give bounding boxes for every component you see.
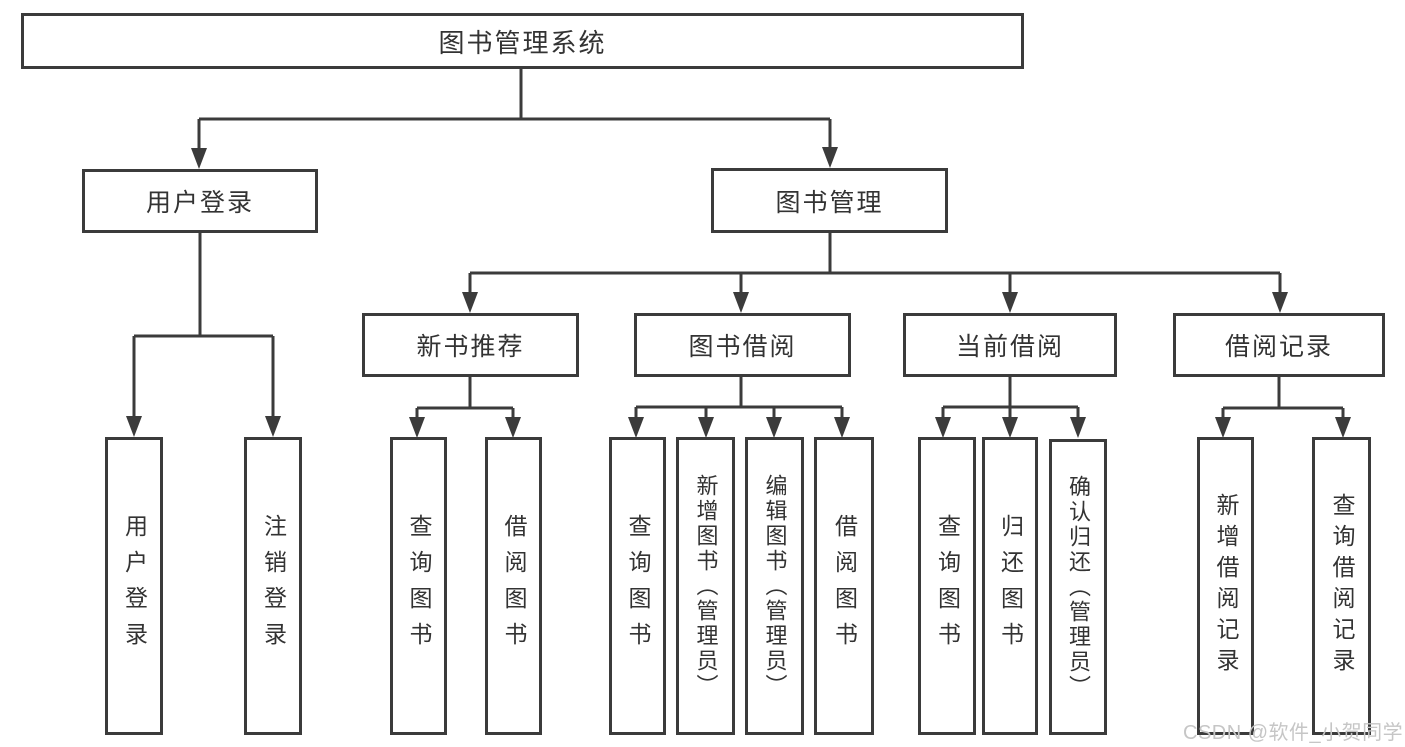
leaf-return-books: 归还图书 — [982, 437, 1038, 735]
leaf-borrow-books-recommend: 借阅图书 — [485, 437, 542, 735]
node-book-management-system: 图书管理系统 — [21, 13, 1024, 69]
node-current-borrowing: 当前借阅 — [903, 313, 1117, 377]
node-book-management: 图书管理 — [711, 168, 948, 233]
node-new-book-recommendation: 新书推荐 — [362, 313, 579, 377]
leaf-user-login: 用户登录 — [105, 437, 163, 735]
watermark: CSDN @软件_小贺同学 — [1183, 722, 1404, 744]
leaf-query-borrow-record: 查询借阅记录 — [1312, 437, 1371, 735]
leaf-query-books-borrowing: 查询图书 — [609, 437, 666, 735]
connector-paths — [132, 68, 1345, 420]
arrowheads — [126, 147, 1351, 438]
leaf-confirm-return-admin: 确认归还（管理员） — [1049, 439, 1107, 735]
leaf-borrow-books-borrowing: 借阅图书 — [814, 437, 874, 735]
node-borrowing-records: 借阅记录 — [1173, 313, 1385, 377]
leaf-edit-books-admin: 编辑图书（管理员） — [745, 437, 804, 735]
leaf-query-books-recommend: 查询图书 — [390, 437, 447, 735]
node-book-borrowing: 图书借阅 — [634, 313, 851, 377]
leaf-add-borrow-record: 新增借阅记录 — [1197, 437, 1254, 735]
leaf-logout: 注销登录 — [244, 437, 302, 735]
leaf-query-books-current: 查询图书 — [918, 437, 976, 735]
leaf-add-books-admin: 新增图书（管理员） — [676, 437, 735, 735]
node-user-login: 用户登录 — [82, 169, 318, 233]
